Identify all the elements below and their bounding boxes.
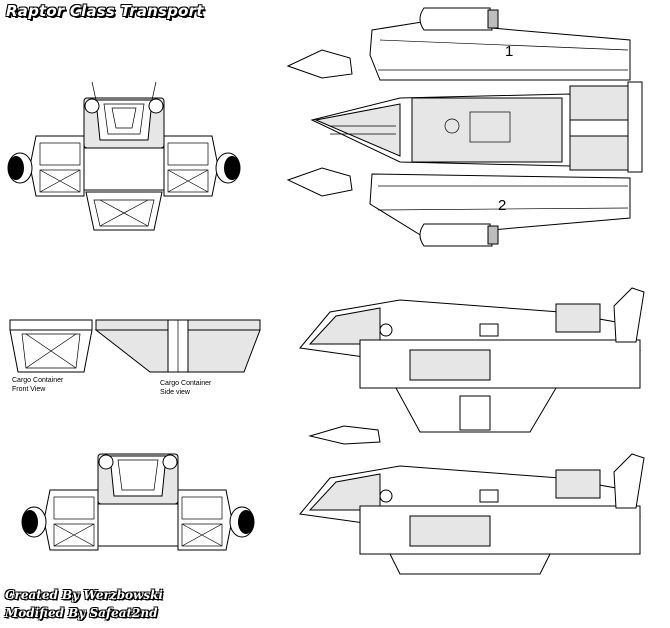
top-pod-2 [369, 173, 631, 237]
created-by-credit: Created By Werzbowski [5, 588, 163, 602]
side1-engine [555, 303, 601, 333]
pod-number-1: 1 [505, 43, 513, 60]
top-tail [627, 81, 643, 173]
front-right-pod [163, 135, 219, 197]
side1-cargo-pod [359, 339, 641, 389]
page-title: Raptor Class Transport [6, 2, 204, 20]
side-view-2 [299, 453, 645, 575]
front-view-bottom [21, 453, 255, 551]
cargo-front-view [9, 319, 93, 373]
front-cargo [85, 191, 163, 231]
top-rear-engine-1 [569, 85, 629, 121]
top-nacelle-2 [419, 223, 493, 247]
side-view-1 [299, 287, 645, 445]
fighter-silhouette-3 [308, 425, 381, 445]
cargo-side-label: Cargo Container Side view [160, 380, 212, 396]
modified-by-credit: Modified By Safeat2nd [5, 606, 158, 620]
top-rear-engine-2 [569, 135, 629, 171]
fighter-silhouette-2 [286, 167, 353, 197]
pod-number-2: 2 [498, 197, 506, 214]
top-nacelle-1 [419, 7, 493, 31]
top-pod-1 [369, 21, 631, 81]
front-canopy [95, 99, 153, 141]
side1-fin [613, 287, 645, 343]
front-mid-body [83, 147, 165, 191]
cargo-side-view [94, 319, 261, 373]
top-view: 1 2 [286, 7, 643, 247]
cargo-front-label: Cargo Container Front View [12, 377, 64, 393]
front-view-top [7, 81, 241, 231]
fighter-silhouette-1 [286, 49, 353, 79]
front-left-pod [29, 135, 85, 197]
